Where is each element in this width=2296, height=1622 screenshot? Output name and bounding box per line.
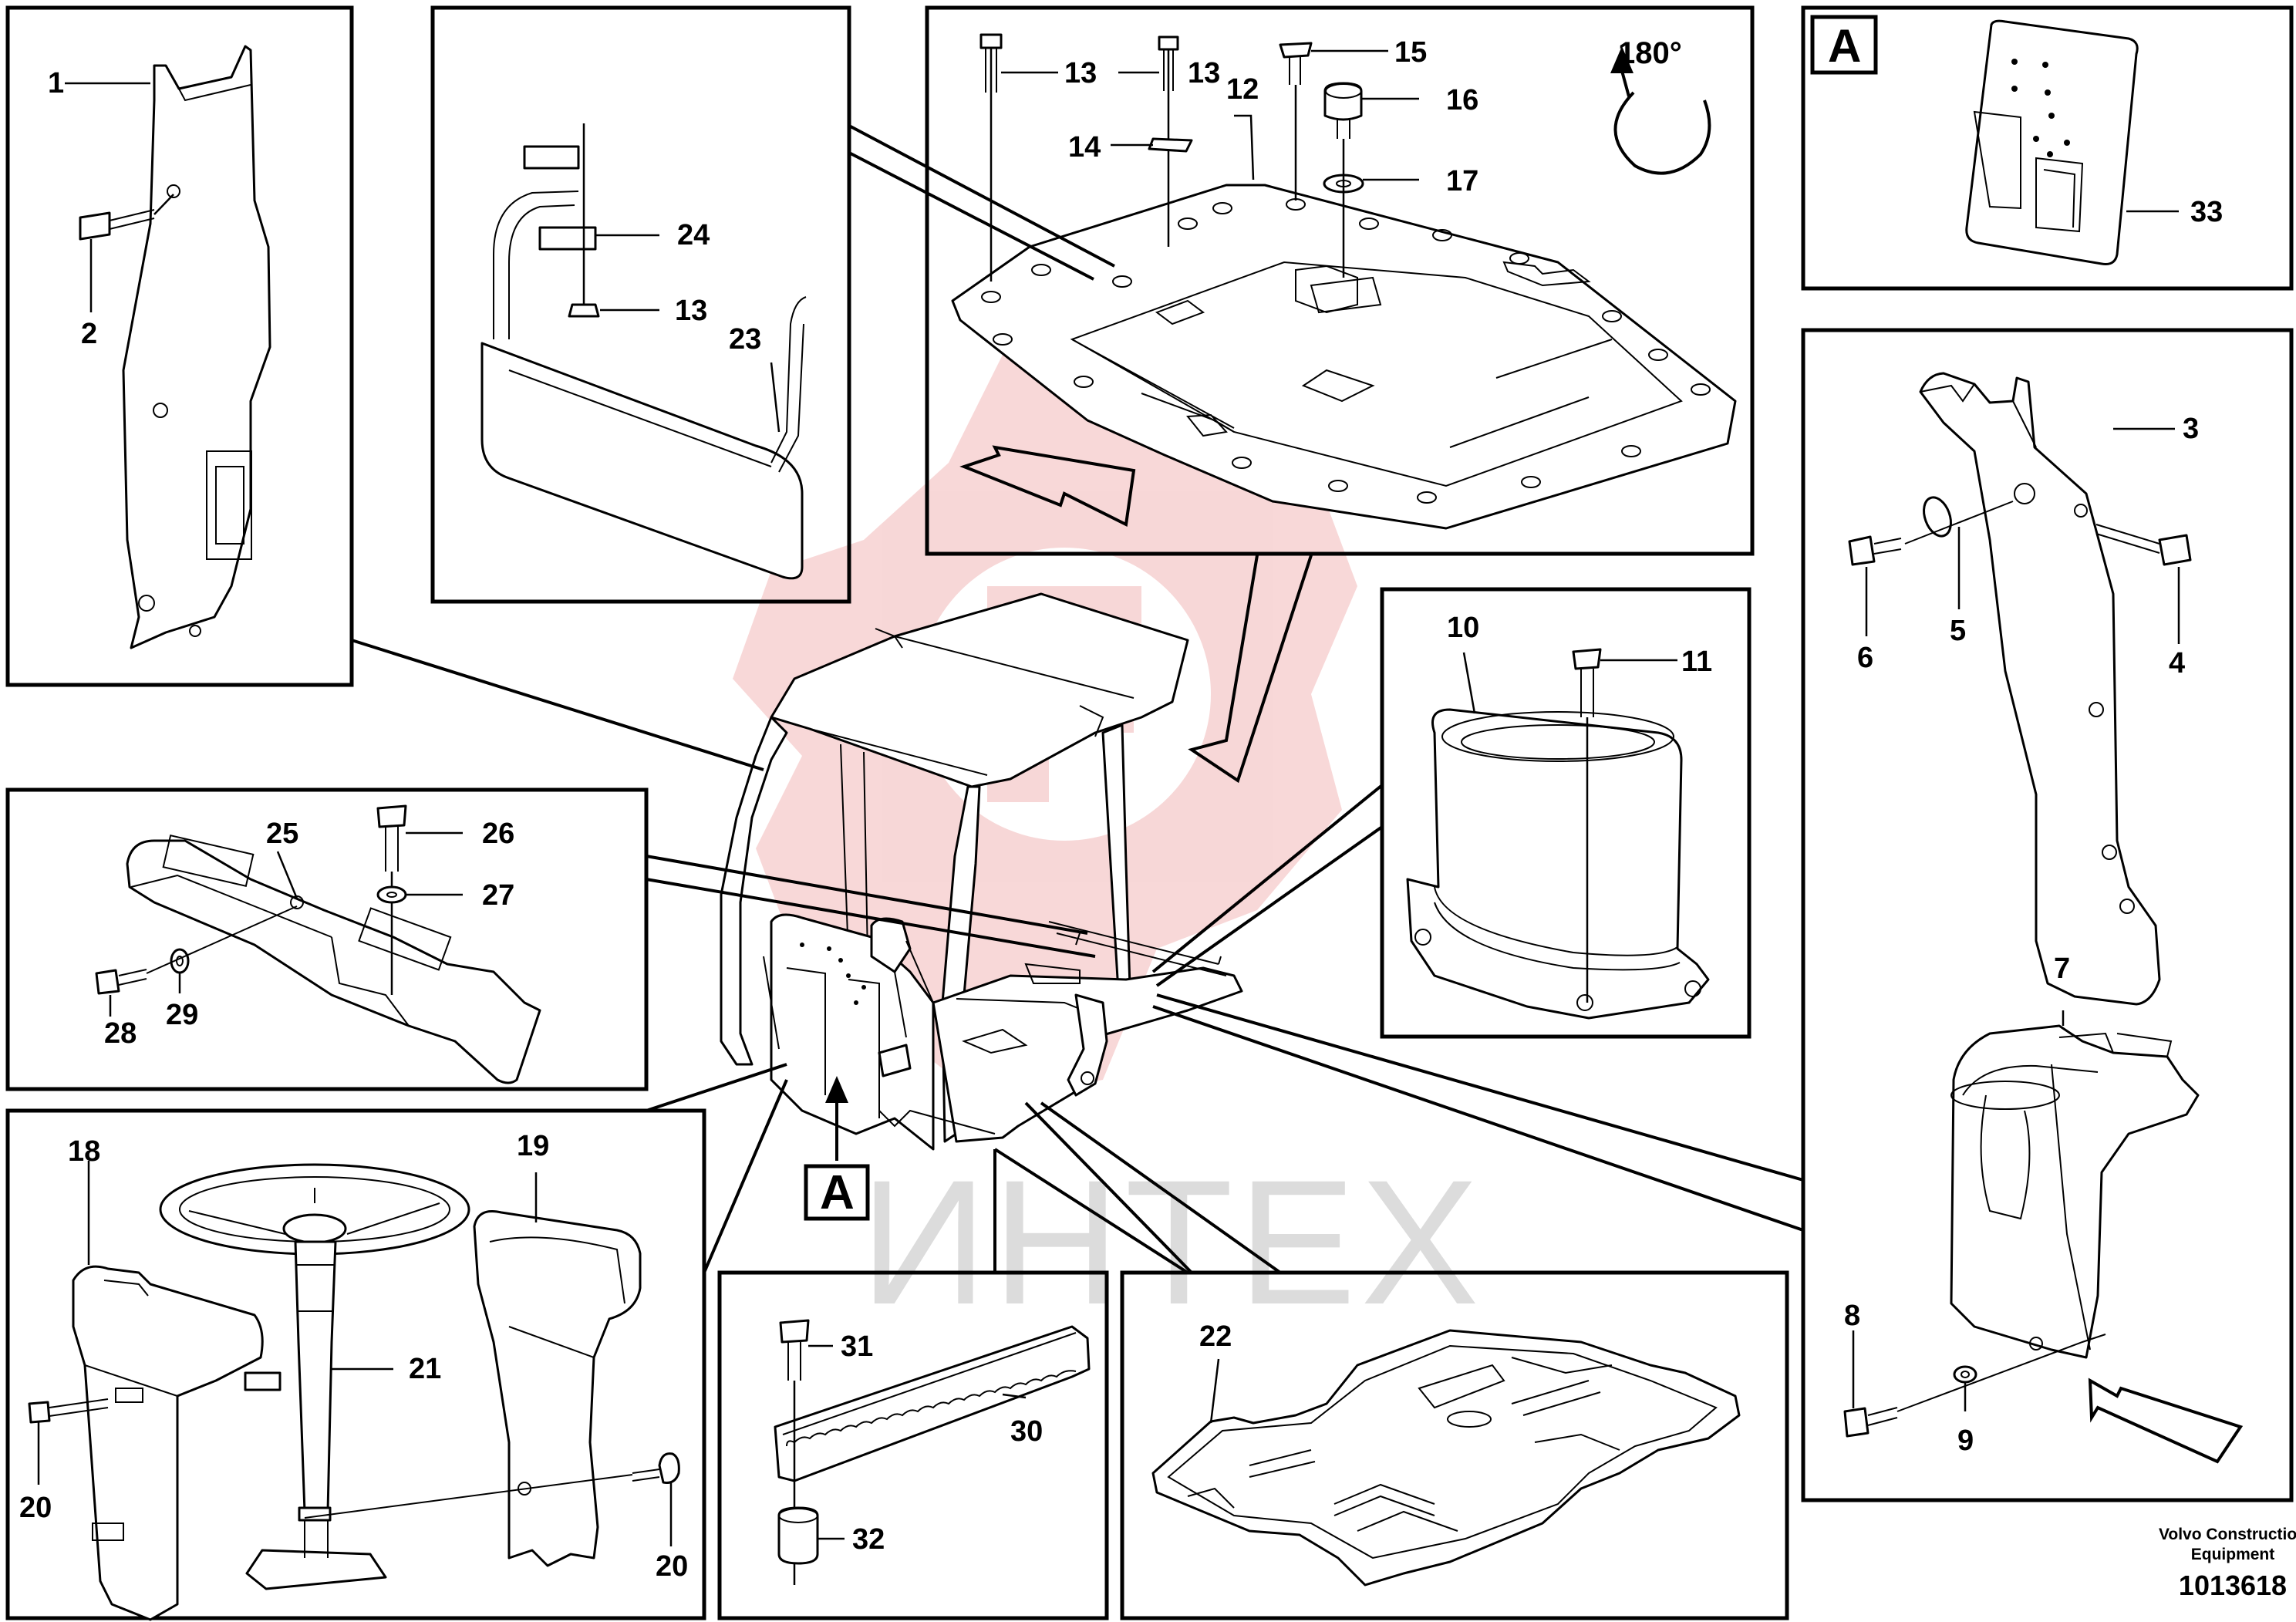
label-part-1: 1 [48,67,64,99]
label-part-14: 14 [1068,131,1101,164]
watermark-text: ИНТЕХ [860,1143,1484,1341]
panel-roof-headliner [925,5,1755,556]
label-part-15: 15 [1394,36,1427,69]
label-part-2: 2 [81,318,97,350]
rotation-note: 180° [1618,36,1682,70]
part-labels: 1 2 3 4 5 6 7 8 9 10 11 12 13 13 13 14 1… [19,36,2223,1583]
label-part-29: 29 [166,999,198,1031]
panel-step-strip [717,1270,1109,1620]
credit-line-2: Equipment [2191,1546,2275,1563]
panel-floor-mat [1120,1270,1789,1620]
label-part-17: 17 [1446,165,1478,197]
label-part-32: 32 [852,1523,885,1556]
label-part-11: 11 [1681,646,1712,678]
label-part-18: 18 [68,1135,100,1168]
panel-pillar-right [1801,328,2294,1502]
label-part-22: 22 [1199,1320,1232,1353]
label-part-26: 26 [482,818,514,850]
label-part-33: 33 [2190,196,2223,228]
panel-console-trim [5,787,649,1091]
label-part-8: 8 [1844,1300,1860,1332]
label-part-13b: 13 [1188,57,1220,89]
callout-lines [351,124,1804,1274]
label-part-27: 27 [482,879,514,912]
panel-sun-visor [430,5,851,604]
panel-detail-a [1801,5,2294,291]
detail-a-marker-center: A [820,1166,855,1219]
label-part-28: 28 [104,1017,137,1050]
document-number: 1013618 [2179,1570,2287,1601]
label-part-19: 19 [517,1130,549,1162]
label-part-23: 23 [729,323,761,356]
label-part-13c: 13 [675,295,707,327]
label-part-31: 31 [841,1330,873,1363]
label-part-4: 4 [2169,647,2185,679]
label-part-5: 5 [1950,615,1966,647]
detail-a-marker-box [1810,15,1878,75]
label-part-20b: 20 [656,1550,688,1583]
label-part-10: 10 [1447,612,1479,644]
panel-rubber-boot [1380,587,1752,1039]
panel-steering-column [5,1108,706,1621]
detail-a-marker-box-center [804,1164,870,1221]
label-part-12: 12 [1226,73,1259,106]
label-part-7: 7 [2054,953,2070,985]
label-part-6: 6 [1857,642,1873,674]
label-part-21: 21 [409,1353,441,1385]
label-part-16: 16 [1446,84,1478,116]
label-part-9: 9 [1957,1425,1974,1457]
detail-a-marker: A [1828,20,1861,72]
label-part-3: 3 [2183,413,2199,445]
label-part-20a: 20 [19,1492,52,1524]
label-part-24: 24 [677,219,710,251]
credit-line-1: Volvo Construction [2159,1526,2296,1543]
panel-pillar-left [5,5,354,687]
label-part-30: 30 [1010,1415,1043,1448]
label-part-13a: 13 [1064,57,1097,89]
label-part-25: 25 [266,818,298,850]
